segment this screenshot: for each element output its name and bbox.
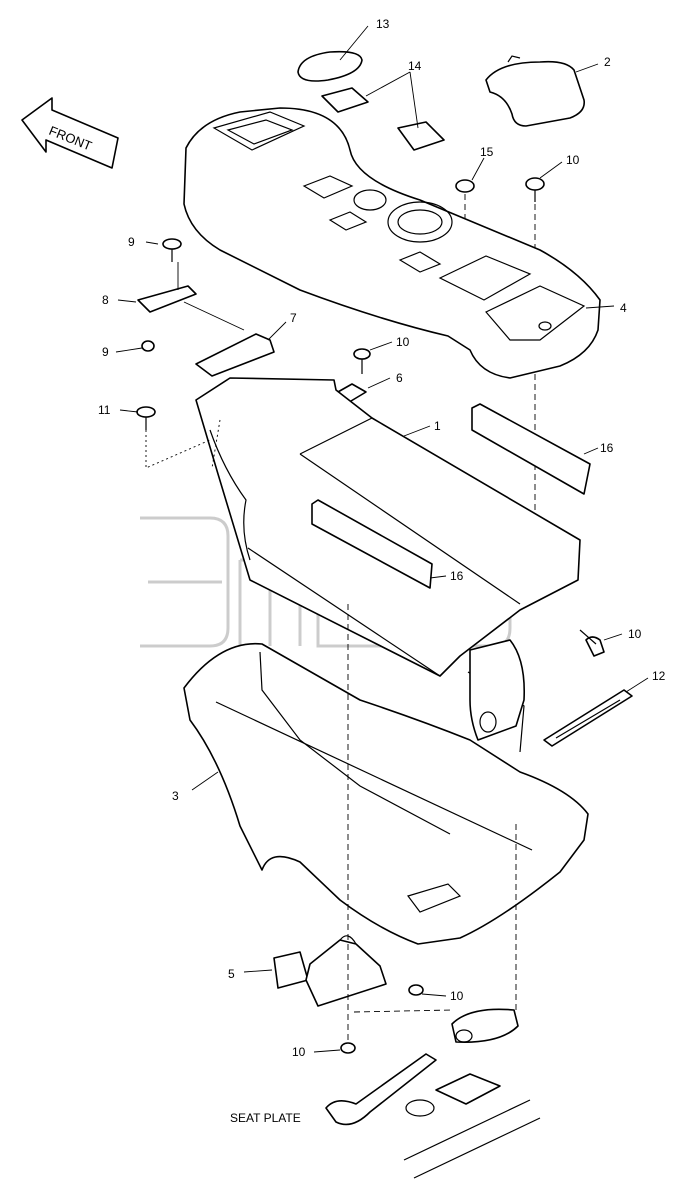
part-14-covers bbox=[321, 87, 445, 151]
leader-lines bbox=[115, 25, 649, 1053]
part-3-lower-housing bbox=[183, 642, 589, 945]
callout-11: 11 bbox=[98, 403, 111, 417]
callouts: 13 14 2 15 10 4 9 8 9 7 10 11 6 1 16 16 … bbox=[98, 17, 666, 1125]
part-5-bracket bbox=[273, 935, 387, 1007]
callout-10-right: 10 bbox=[628, 627, 642, 641]
part-9-screw-lower bbox=[141, 340, 155, 352]
callout-3: 3 bbox=[172, 789, 179, 803]
callout-5: 5 bbox=[228, 967, 235, 981]
part-1-frame bbox=[195, 377, 581, 677]
part-10-screw-bottom bbox=[340, 600, 356, 1054]
part-2-lid bbox=[485, 55, 586, 127]
callout-1: 1 bbox=[434, 419, 441, 433]
part-9-screw-upper bbox=[162, 238, 182, 262]
callout-10-bottom: 10 bbox=[292, 1045, 306, 1059]
part-16-strip-right bbox=[471, 403, 591, 495]
part-12-gasket bbox=[543, 689, 633, 747]
callout-7: 7 bbox=[290, 311, 297, 325]
part-15-grommet bbox=[455, 179, 475, 250]
callout-8: 8 bbox=[102, 293, 109, 307]
callout-13: 13 bbox=[376, 17, 390, 31]
callout-12: 12 bbox=[652, 669, 666, 683]
part-10-screw-low-right bbox=[408, 984, 424, 996]
part-4-upper-console bbox=[183, 107, 601, 379]
part-8-bracket bbox=[137, 285, 197, 313]
seat-plate-label: SEAT PLATE bbox=[230, 1111, 301, 1125]
callout-9-lower: 9 bbox=[102, 345, 109, 359]
part-10-screw-mid bbox=[353, 348, 371, 374]
callout-14: 14 bbox=[408, 59, 422, 73]
callout-15: 15 bbox=[480, 145, 494, 159]
callout-4: 4 bbox=[620, 301, 627, 315]
seat-plate-assembly bbox=[325, 820, 541, 1179]
part-11-screw bbox=[136, 406, 156, 430]
callout-2: 2 bbox=[604, 55, 611, 69]
part-13-cap bbox=[297, 50, 363, 82]
hinge-bracket bbox=[469, 639, 526, 741]
callout-10-mid: 10 bbox=[396, 335, 410, 349]
callout-6: 6 bbox=[396, 371, 403, 385]
callout-16-left: 16 bbox=[450, 569, 464, 583]
part-10-screw-right bbox=[579, 629, 605, 657]
front-arrow: FRONT bbox=[21, 97, 119, 169]
callout-10-top: 10 bbox=[566, 153, 580, 167]
part-7-bracket bbox=[195, 333, 275, 377]
callout-9-upper: 9 bbox=[128, 235, 135, 249]
callout-16-right: 16 bbox=[600, 441, 614, 455]
callout-10-low-right: 10 bbox=[450, 989, 464, 1003]
part-16-strip-left bbox=[311, 499, 433, 589]
